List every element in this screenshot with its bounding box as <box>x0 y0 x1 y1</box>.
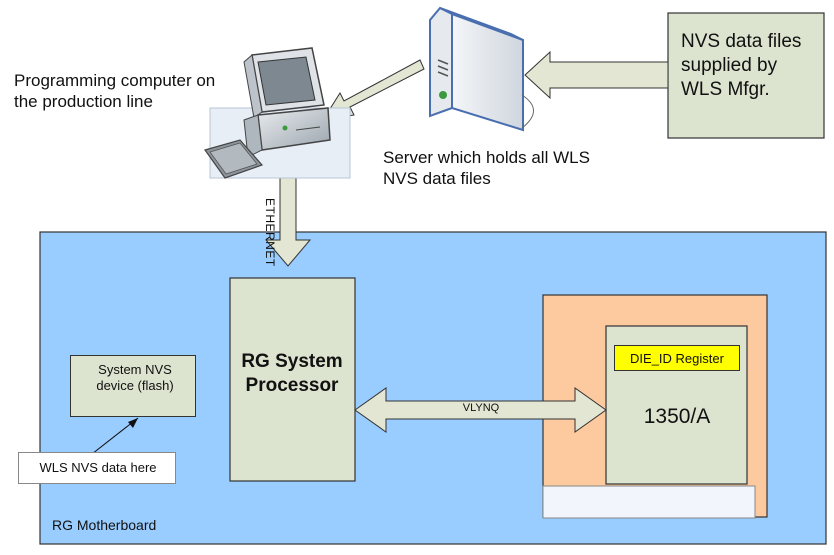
processor-label: RG System Processor <box>232 350 352 398</box>
computer-icon <box>205 48 350 178</box>
motherboard-label: RG Motherboard <box>52 517 156 535</box>
nvs-device-label: System NVS device (flash) <box>79 362 191 395</box>
die-id-register-label: DIE_ID Register <box>615 351 739 367</box>
ethernet-label: ETHERNET <box>262 198 277 267</box>
wls-callout-box: WLS NVS data here <box>18 452 176 484</box>
module-strip <box>543 486 755 518</box>
server-icon <box>430 8 534 130</box>
files-to-server-arrow <box>525 52 668 98</box>
vlynq-label: VLYNQ <box>446 402 516 416</box>
wls-callout-label: WLS NVS data here <box>23 460 173 476</box>
nvs-device-box: System NVS device (flash) <box>70 355 196 417</box>
server-label: Server which holds all WLS NVS data file… <box>383 147 598 190</box>
die-id-register-box: DIE_ID Register <box>614 345 740 371</box>
programming-computer-label: Programming computer on the production l… <box>14 70 229 113</box>
nvs-files-label: NVS data files supplied by WLS Mfgr. <box>681 30 821 101</box>
chip-label: 1350/A <box>614 404 740 430</box>
